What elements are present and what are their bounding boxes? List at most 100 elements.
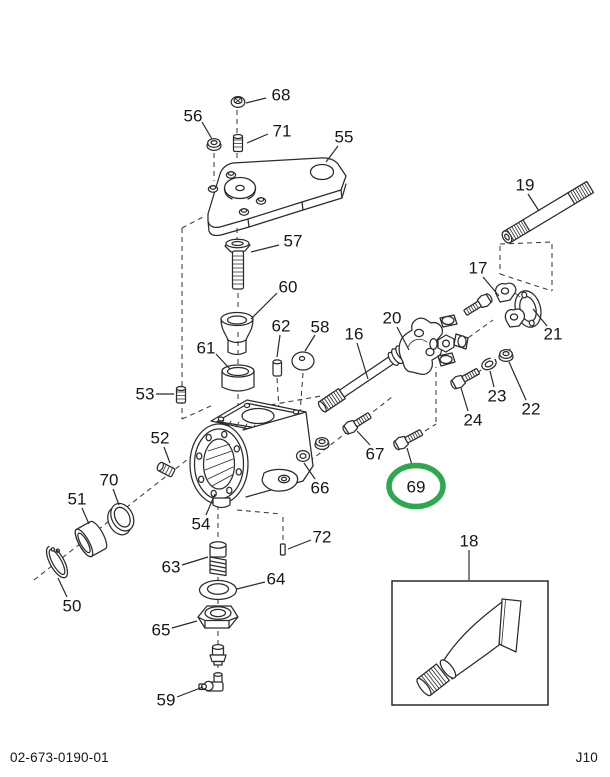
part-61-bushing-ring bbox=[221, 364, 255, 392]
callout-number: 59 bbox=[157, 691, 176, 710]
callout-leader-line bbox=[508, 361, 527, 401]
callout-number: 24 bbox=[464, 411, 483, 430]
part-24-bolt bbox=[448, 365, 482, 392]
callout-number: 53 bbox=[136, 385, 155, 404]
callout-number: 69 bbox=[407, 478, 426, 497]
highlight-ellipse bbox=[386, 462, 446, 510]
callout-16: 16 bbox=[345, 325, 369, 380]
callout-leader-line bbox=[163, 446, 171, 464]
callout-number: 62 bbox=[272, 317, 291, 336]
callout-50: 50 bbox=[57, 577, 82, 616]
callout-number: 23 bbox=[488, 387, 507, 406]
callout-53: 53 bbox=[136, 385, 174, 404]
callout-number: 50 bbox=[63, 597, 82, 616]
callouts-layer: 68 56 71 55 57 60 62 58 61 16 20 17 19 21 22 23 24 66 67 69… bbox=[57, 86, 563, 710]
callout-leader-line bbox=[489, 370, 495, 388]
callout-leader-line bbox=[215, 353, 231, 370]
part-56-nut bbox=[206, 137, 222, 152]
callout-number: 22 bbox=[522, 400, 541, 419]
callout-58: 58 bbox=[304, 318, 329, 352]
part-63-spring-plunger bbox=[209, 541, 227, 577]
callout-68: 68 bbox=[245, 86, 291, 105]
callout-number: 55 bbox=[335, 128, 354, 147]
callout-number: 17 bbox=[469, 259, 488, 278]
callout-17: 17 bbox=[469, 259, 500, 297]
callout-number: 72 bbox=[313, 528, 332, 547]
part-71-pin bbox=[232, 133, 244, 153]
callout-leader-line bbox=[276, 334, 281, 358]
part-18-box bbox=[391, 580, 549, 706]
callout-56: 56 bbox=[184, 107, 213, 140]
callout-number: 51 bbox=[68, 490, 87, 509]
callout-24: 24 bbox=[460, 387, 483, 430]
part-18-sealant-tube bbox=[416, 598, 522, 697]
part-62-pin bbox=[272, 359, 283, 377]
callout-number: 21 bbox=[544, 325, 563, 344]
part-53-spring-pin bbox=[175, 385, 187, 404]
part-20-yoke bbox=[398, 317, 444, 375]
callout-leader-line bbox=[356, 430, 371, 446]
callout-leader-line bbox=[304, 334, 316, 352]
page-code: J10 bbox=[575, 750, 598, 765]
document-number: 02-673-0190-01 bbox=[10, 750, 109, 765]
callout-leader-line bbox=[482, 276, 500, 297]
callout-number: 63 bbox=[162, 558, 181, 577]
callout-19: 19 bbox=[516, 176, 540, 212]
callout-leader-line bbox=[112, 488, 120, 506]
callout-leader-line bbox=[236, 581, 266, 590]
callout-number: 20 bbox=[383, 309, 402, 328]
callout-leader-line bbox=[201, 121, 213, 140]
part-65-lock-nut bbox=[197, 605, 239, 629]
callout-leader-line bbox=[325, 145, 339, 163]
part-72-pin bbox=[279, 543, 286, 556]
callout-71: 71 bbox=[246, 122, 292, 144]
callout-number: 65 bbox=[152, 621, 171, 640]
callout-51: 51 bbox=[68, 490, 90, 525]
callout-63: 63 bbox=[162, 556, 209, 577]
callout-number: 57 bbox=[284, 232, 303, 251]
callout-leader-line bbox=[245, 97, 267, 104]
callout-18: 18 bbox=[460, 532, 478, 580]
callout-number: 56 bbox=[184, 107, 203, 126]
callout-54: 54 bbox=[192, 493, 216, 534]
callout-23: 23 bbox=[488, 370, 507, 406]
callout-21: 21 bbox=[532, 308, 563, 344]
callout-leader-line bbox=[356, 342, 369, 380]
callout-66: 66 bbox=[303, 462, 330, 498]
part-51-bushing bbox=[74, 520, 108, 558]
callout-leader-line bbox=[396, 326, 410, 351]
part-58-washer-disc bbox=[291, 351, 315, 371]
callout-55: 55 bbox=[325, 128, 354, 163]
callout-leader-line bbox=[205, 493, 216, 516]
callout-leader-line bbox=[176, 686, 204, 698]
callout-57: 57 bbox=[250, 232, 303, 253]
callout-leader-line bbox=[81, 507, 90, 525]
part-16-shaft bbox=[317, 345, 409, 413]
part-55-cover-plate bbox=[207, 157, 347, 237]
part-52-set-screw bbox=[156, 461, 176, 478]
part-59-elbow-fitting bbox=[198, 672, 224, 692]
callout-number: 64 bbox=[267, 570, 286, 589]
callout-number: 52 bbox=[151, 429, 170, 448]
callout-69: 69 bbox=[386, 447, 446, 510]
callout-leader-line bbox=[287, 539, 312, 550]
part-54-housing bbox=[189, 399, 314, 509]
callout-leader-line bbox=[171, 620, 198, 629]
callout-leader-line bbox=[527, 193, 540, 212]
callout-72: 72 bbox=[287, 528, 332, 550]
part-67-bolt bbox=[340, 409, 374, 437]
part-60-seat-cup bbox=[220, 311, 254, 356]
callout-52: 52 bbox=[151, 429, 171, 464]
callout-leader-line bbox=[246, 133, 269, 144]
callout-number: 66 bbox=[311, 479, 330, 498]
callout-number: 60 bbox=[279, 278, 298, 297]
parts-layer bbox=[45, 95, 595, 706]
part-23-lock-washer bbox=[481, 356, 497, 371]
callout-number: 61 bbox=[197, 339, 216, 358]
callout-60: 60 bbox=[250, 278, 298, 320]
callout-number: 68 bbox=[272, 86, 291, 105]
callout-67: 67 bbox=[356, 430, 384, 464]
callout-number: 71 bbox=[273, 122, 292, 141]
